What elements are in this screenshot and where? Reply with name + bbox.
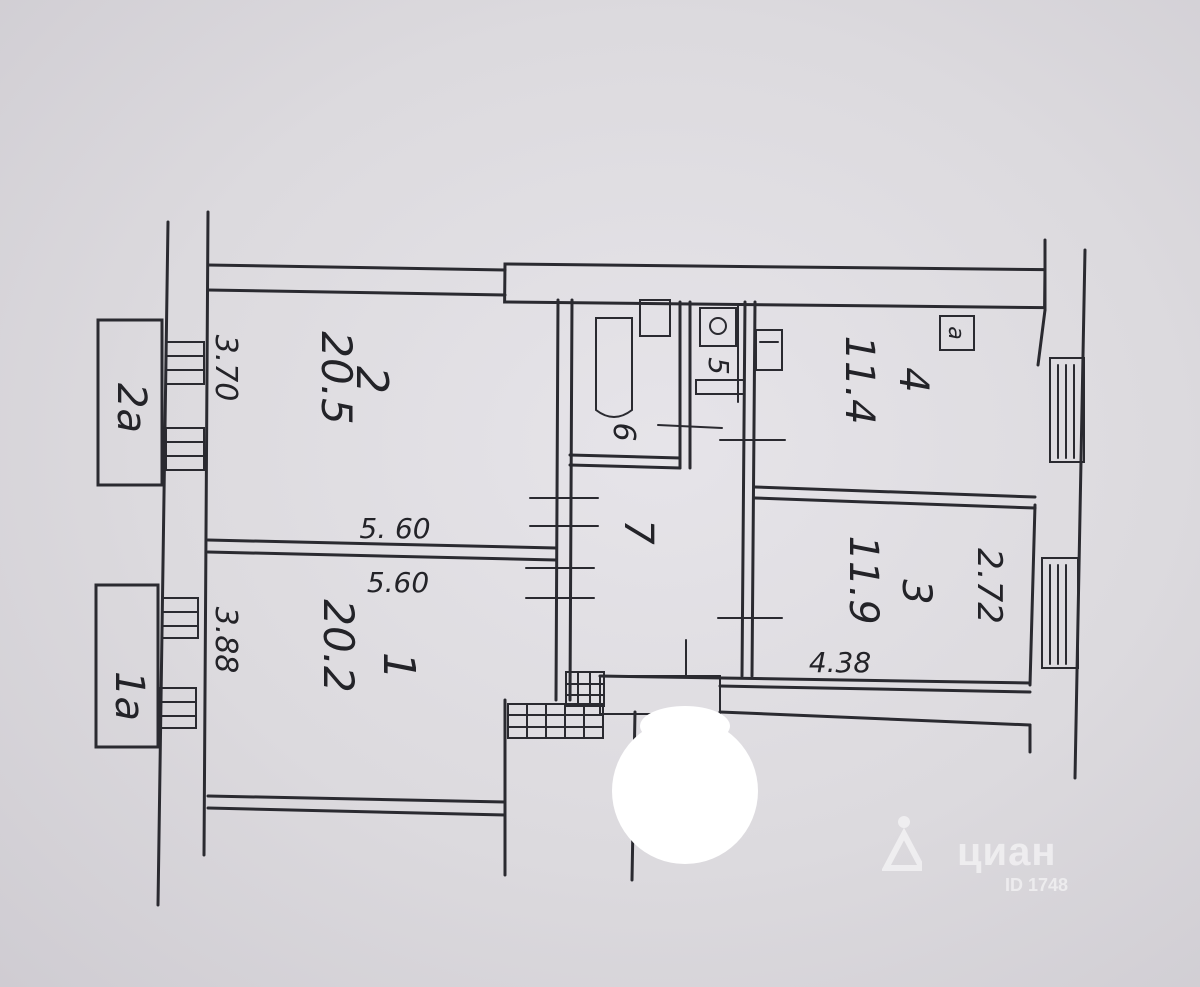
bathroom-fixtures — [595, 299, 783, 418]
room-6: 6 — [606, 422, 641, 441]
door-ticks — [525, 304, 786, 677]
room-1-width: 3.88 — [208, 607, 243, 674]
watermark-id: ID 1748 — [1004, 875, 1068, 895]
room-3-area: 11.9 — [840, 535, 886, 624]
balcony-2a-label: 2a — [108, 383, 154, 433]
balconies — [94, 318, 205, 749]
marker-label: a — [943, 326, 968, 339]
room-4-area: 11.4 — [836, 335, 882, 424]
room-2: 2 20.5 3.70 5. 60 — [208, 331, 431, 545]
room-5-number: 5 — [702, 357, 735, 375]
room-4: 4 11.4 — [836, 335, 936, 424]
room-6-number: 6 — [606, 422, 641, 441]
room-2-area: 20.5 — [312, 331, 361, 425]
room-3: 3 11.9 2.72 4.38 — [809, 535, 1009, 679]
balcony-1a: 1a — [106, 671, 152, 721]
cian-logo-icon — [882, 816, 922, 871]
room-7: 7 — [615, 519, 661, 545]
balcony-2a: 2a — [108, 383, 154, 433]
room-7-number: 7 — [615, 519, 661, 545]
room-1-area: 20.2 — [314, 599, 363, 693]
room-3-width: 2.72 — [969, 548, 1009, 624]
room-1: 1 20.2 3.88 5.60 — [208, 566, 429, 693]
watermark-brand: циан — [956, 830, 1057, 874]
room-3-length: 4.38 — [809, 646, 871, 679]
redaction-blob — [612, 718, 758, 864]
watermark: циан ID 1748 — [957, 832, 1068, 894]
room-1-length: 5.60 — [367, 566, 429, 599]
balcony-1a-label: 1a — [106, 671, 152, 721]
room-3-number: 3 — [893, 579, 939, 604]
room-2-length: 5. 60 — [359, 512, 430, 545]
room-2-width: 3.70 — [208, 335, 243, 402]
interior-walls — [206, 298, 1047, 715]
marker-box: a — [939, 315, 975, 351]
room-4-number: 4 — [890, 367, 936, 392]
room-2-number: 2 — [346, 366, 397, 394]
room-5: 5 — [702, 357, 735, 375]
room-1-number: 1 — [373, 652, 424, 680]
entrance-grid — [507, 671, 605, 739]
windows — [1041, 357, 1085, 669]
